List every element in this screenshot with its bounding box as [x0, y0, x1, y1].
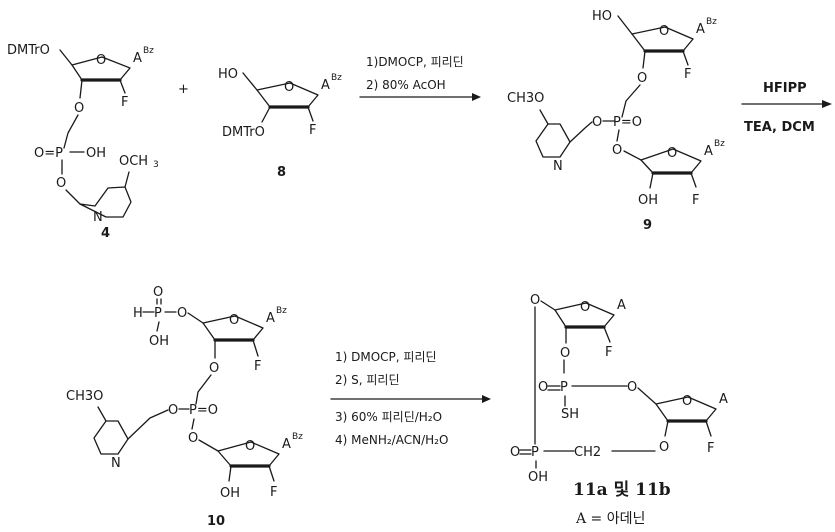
c11-bottom-base-a: A: [719, 392, 728, 407]
svg-text:O: O: [637, 71, 647, 86]
reaction-arrow-1: 1)DMOCP, 피리딘 2) 80% AcOH: [360, 55, 481, 101]
svg-text:O: O: [229, 313, 239, 328]
c4-methoxy-sub: 3: [153, 160, 159, 170]
c9-bottom-base-a: A: [704, 144, 713, 159]
arrow1-line2: 2) 80% AcOH: [366, 78, 446, 92]
c4-number: 4: [101, 226, 110, 241]
c11-top-fluorine: F: [605, 345, 612, 360]
svg-text:O: O: [592, 115, 602, 130]
svg-text:O: O: [659, 440, 669, 455]
arrow3-line2: 2) S, 피리딘: [335, 373, 400, 387]
svg-text:O: O: [627, 380, 637, 395]
compound-9: HO O A Bz F O CH3O N O P=O O O A Bz F OH…: [507, 9, 725, 233]
c11-ch2: CH2: [574, 445, 601, 460]
c10-oh: OH: [149, 334, 169, 349]
c11-p-bottom: P: [531, 445, 539, 460]
arrow3-line4: 4) MeNH₂/ACN/H₂O: [335, 433, 448, 447]
c9-oh: OH: [638, 193, 658, 208]
c4-methoxy: OCH: [119, 154, 148, 169]
arrow1-line1: 1)DMOCP, 피리딘: [366, 55, 464, 69]
c11-top-base-a: A: [617, 298, 626, 313]
c9-top-base-a: A: [696, 22, 705, 37]
c4-o-bottom: O: [56, 176, 66, 191]
svg-text:O: O: [177, 306, 187, 321]
c4-fluorine: F: [121, 95, 128, 110]
svg-text:O: O: [667, 146, 677, 161]
arrow2-line2: TEA, DCM: [744, 120, 815, 135]
c10-methoxy: CH3O: [66, 389, 103, 404]
svg-text:O: O: [659, 24, 669, 39]
c8-ho: HO: [218, 67, 238, 82]
c4-o-link: O: [74, 101, 84, 116]
c4-dmtro: DMTrO: [7, 43, 50, 58]
svg-text:O: O: [560, 346, 570, 361]
reaction-arrow-2: HFIPP TEA, DCM: [742, 81, 832, 135]
c8-base-a: A: [321, 78, 330, 93]
svg-text:O: O: [510, 445, 520, 460]
c8-fluorine: F: [309, 123, 316, 138]
svg-text:O: O: [284, 80, 294, 95]
c11-p-top: P: [560, 380, 568, 395]
c8-number: 8: [277, 165, 286, 180]
svg-text:O: O: [612, 143, 622, 158]
c4-base-bz: Bz: [143, 46, 154, 56]
svg-text:O: O: [530, 293, 540, 308]
c11-sh: SH: [561, 407, 579, 422]
svg-text:O: O: [538, 380, 548, 395]
c8-dmtro: DMTrO: [222, 125, 265, 140]
c11-oh: OH: [528, 470, 548, 485]
c11-label: 11a 및 11b: [573, 480, 671, 500]
c11-bottom-fluorine: F: [707, 441, 714, 456]
c4-base-a: A: [133, 51, 142, 66]
c10-pyridine-n: N: [111, 456, 121, 471]
compound-4: DMTrO O A Bz F O O=P OH O N OCH 3 4: [7, 43, 159, 241]
c10-h: H: [133, 306, 143, 321]
svg-text:O: O: [188, 431, 198, 446]
c9-bottom-base-bz: Bz: [714, 139, 725, 149]
c4-pyridine-n: N: [93, 210, 103, 225]
c10-top-base-bz: Bz: [276, 306, 287, 316]
compound-11: O O A F O O P SH O O A F O O P OH CH2: [510, 293, 728, 527]
svg-text:O: O: [209, 361, 219, 376]
c9-number: 9: [643, 218, 652, 233]
arrow2-line1: HFIPP: [763, 81, 807, 96]
c10-top-base-a: A: [266, 311, 275, 326]
svg-text:O: O: [245, 439, 255, 454]
svg-text:O: O: [168, 403, 178, 418]
c10-number: 10: [207, 514, 225, 529]
c9-phosphonate: P=O: [613, 115, 642, 130]
c10-bottom-fluorine: F: [270, 485, 277, 500]
c9-top-fluorine: F: [684, 67, 691, 82]
reaction-arrow-3: 1) DMOCP, 피리딘 2) S, 피리딘 3) 60% 피리딘/H₂O 4…: [331, 350, 491, 447]
c10-p: P: [154, 306, 162, 321]
footnote-adenine: A = 아데닌: [575, 511, 645, 527]
c9-pyridine-n: N: [553, 159, 563, 174]
compound-8: HO O A Bz F DMTrO 8: [218, 67, 342, 180]
c10-bottom-base-a: A: [282, 437, 291, 452]
c9-ho: HO: [592, 9, 612, 24]
c10-bottom-oh: OH: [220, 486, 240, 501]
c4-oh: OH: [86, 146, 106, 161]
svg-text:O: O: [682, 394, 692, 409]
svg-text:O: O: [153, 285, 163, 300]
plus-sign: +: [178, 82, 189, 97]
svg-text:O: O: [580, 300, 590, 315]
c10-top-fluorine: F: [254, 359, 261, 374]
c10-bottom-base-bz: Bz: [292, 432, 303, 442]
arrow3-line3: 3) 60% 피리딘/H₂O: [335, 410, 442, 424]
c9-methoxy: CH3O: [507, 91, 544, 106]
svg-text:O: O: [96, 53, 106, 68]
c9-top-base-bz: Bz: [706, 17, 717, 27]
c9-bottom-fluorine: F: [692, 193, 699, 208]
c8-base-bz: Bz: [331, 73, 342, 83]
c4-phosphonate: O=P: [34, 146, 63, 161]
c10-phosphonate: P=O: [189, 403, 218, 418]
arrow3-line1: 1) DMOCP, 피리딘: [335, 350, 437, 364]
compound-10: H P O OH O O A Bz F O CH3O N O P=O O O A…: [66, 285, 303, 529]
